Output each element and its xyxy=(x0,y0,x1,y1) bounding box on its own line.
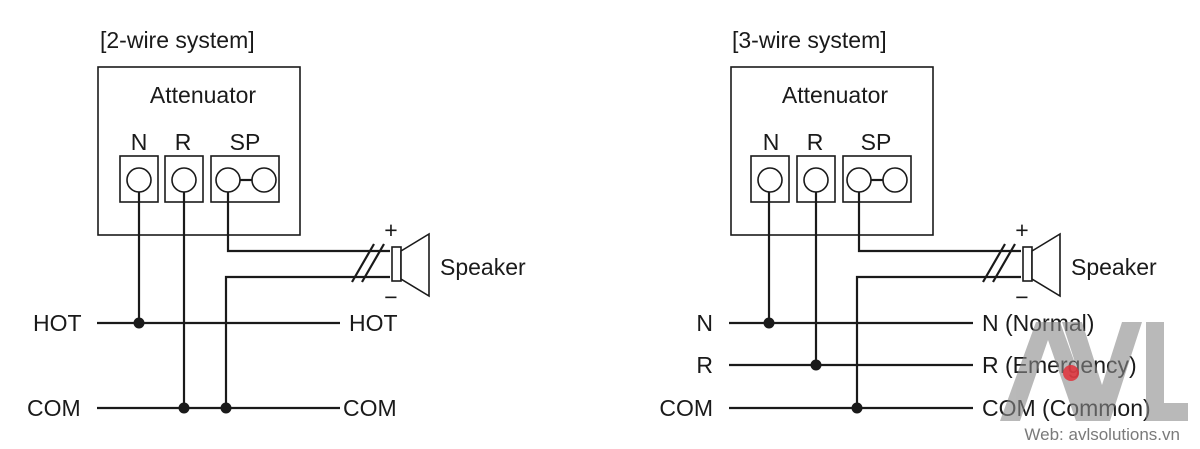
bus-label-com-right: COM xyxy=(343,395,397,421)
logo-v xyxy=(1062,322,1142,421)
break-mark xyxy=(351,243,375,283)
terminal-n-screw xyxy=(126,167,152,193)
junction-n xyxy=(763,317,775,329)
wire-sp-minus xyxy=(855,275,1021,408)
speaker-label: Speaker xyxy=(1071,254,1157,280)
bus-label-hot-left: HOT xyxy=(33,310,82,336)
junction-com xyxy=(851,402,863,414)
bus-label-n-left: N xyxy=(696,310,713,336)
terminal-r-screw xyxy=(803,167,829,193)
break-mark xyxy=(361,243,385,283)
terminal-sp-screw-2 xyxy=(251,167,277,193)
terminal-r-screw xyxy=(171,167,197,193)
speaker-minus: − xyxy=(384,284,397,310)
terminal-label-r: R xyxy=(175,129,192,155)
terminal-label-n: N xyxy=(763,129,780,155)
bus-label-r-left: R xyxy=(696,352,713,378)
terminal-sp-screw-1 xyxy=(846,167,872,193)
logo-a xyxy=(1000,322,1096,421)
junction-com-sp xyxy=(220,402,232,414)
watermark-web: Web: avlsolutions.vn xyxy=(1024,425,1180,444)
junction-com-r xyxy=(178,402,190,414)
speaker-minus: − xyxy=(1015,284,1028,310)
junction-hot-n xyxy=(133,317,145,329)
speaker-icon xyxy=(391,232,430,298)
speaker-icon xyxy=(1022,232,1061,298)
attenuator-label: Attenuator xyxy=(782,82,888,108)
attenuator-label: Attenuator xyxy=(150,82,256,108)
logo-l xyxy=(1146,322,1188,421)
speaker-plus: + xyxy=(1015,217,1028,243)
terminal-label-sp: SP xyxy=(861,129,892,155)
bus-label-com-left: COM xyxy=(27,395,81,421)
bus-label-com-left: COM xyxy=(659,395,713,421)
attenuator-box xyxy=(730,66,934,236)
terminal-label-sp: SP xyxy=(230,129,261,155)
wire-sp-plus xyxy=(857,192,1021,253)
terminal-sp-screw-2 xyxy=(882,167,908,193)
logo-red-dot xyxy=(1063,365,1079,381)
two-wire-diagram: [2-wire system] Attenuator N R SP xyxy=(27,27,526,421)
three-wire-title: [3-wire system] xyxy=(732,27,887,53)
wire-sp-minus xyxy=(224,275,390,408)
speaker-label: Speaker xyxy=(440,254,526,280)
terminal-sp-screw-1 xyxy=(215,167,241,193)
three-wire-diagram: [3-wire system] Attenuator N R SP xyxy=(659,27,1157,421)
two-wire-title: [2-wire system] xyxy=(100,27,255,53)
terminal-label-n: N xyxy=(131,129,148,155)
bus-label-hot-right: HOT xyxy=(349,310,398,336)
speaker-plus: + xyxy=(384,217,397,243)
break-mark xyxy=(982,243,1006,283)
wire-sp-plus xyxy=(226,192,390,253)
attenuator-box xyxy=(97,66,301,236)
terminal-label-r: R xyxy=(807,129,824,155)
terminal-n-screw xyxy=(757,167,783,193)
avl-logo-watermark xyxy=(1000,322,1188,421)
break-mark xyxy=(992,243,1016,283)
junction-r xyxy=(810,359,822,371)
